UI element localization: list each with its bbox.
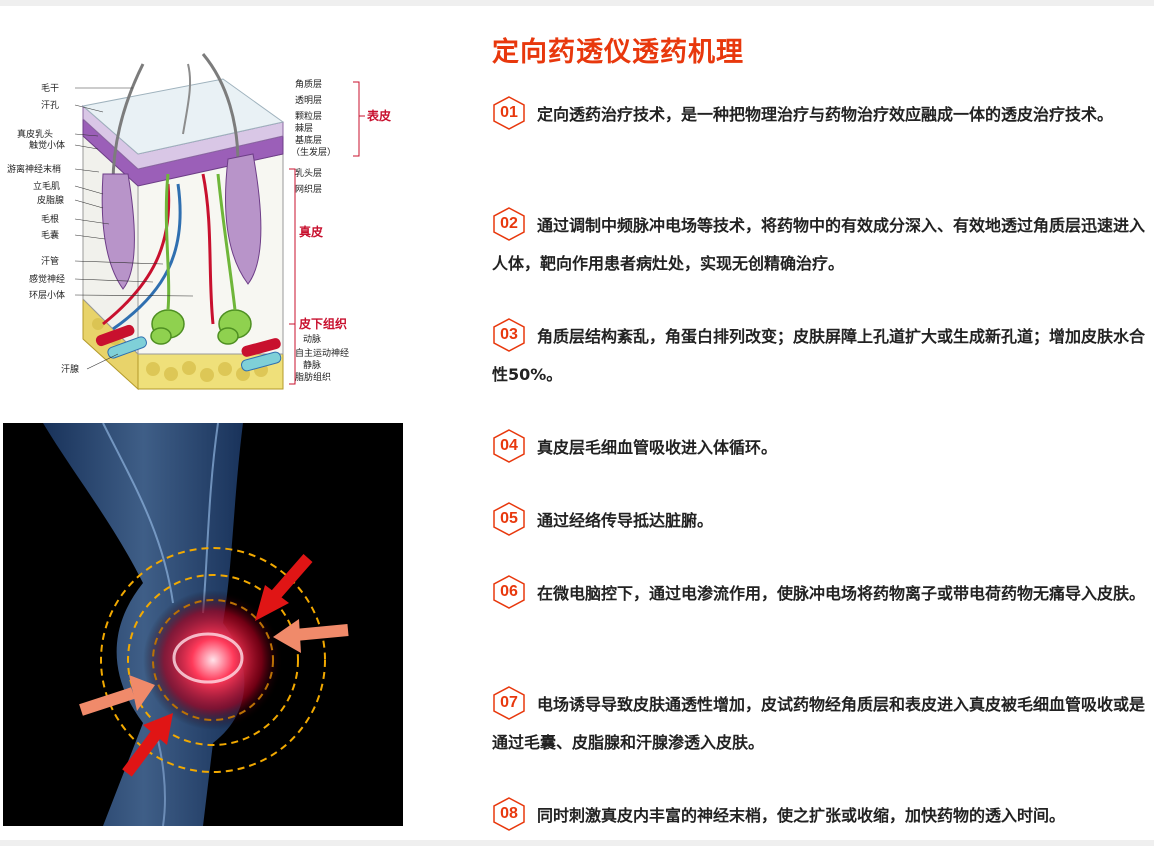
number-label: 05: [500, 510, 518, 527]
label-stratum-basale: 基底层: [295, 134, 322, 145]
label-dermal-papilla: 真皮乳头: [17, 128, 53, 139]
label-hair-shaft: 毛干: [41, 82, 59, 93]
list-item-03: 03 角质层结构紊乱，角蛋白排列改变；皮肤屏障上孔道扩大或生成新孔道；增加皮肤水…: [492, 318, 1152, 394]
number-label: 04: [500, 437, 518, 454]
label-stratum-corneum: 角质层: [295, 78, 322, 89]
label-sensory-nerve: 感觉神经: [29, 273, 65, 284]
number-badge: 03: [492, 318, 526, 352]
label-sebaceous-gland: 皮脂腺: [37, 194, 64, 205]
item-text: 通过调制中频脉冲电场等技术，将药物中的有效成分深入、有效地透过角质层迅速进入人体…: [492, 216, 1146, 273]
item-text: 在微电脑控下，通过电渗流作用，使脉冲电场将药物离子或带电荷药物无痛导入皮肤。: [537, 584, 1146, 603]
number-badge: 02: [492, 207, 526, 241]
number-badge: 07: [492, 686, 526, 720]
number-label: 08: [500, 805, 518, 822]
skin-structure-diagram: 毛干 汗孔 真皮乳头 触觉小体 游离神经末梢 立毛肌 皮脂腺 毛根 毛囊 汗管 …: [3, 24, 403, 420]
hexagon-icon: [493, 797, 525, 831]
label-stratum-spinosum: 棘层: [295, 123, 313, 133]
hexagon-icon: [493, 207, 525, 241]
item-text: 通过经络传导抵达脏腑。: [537, 511, 714, 530]
label-papillary-layer: 乳头层: [295, 167, 322, 178]
hexagon-icon: [493, 575, 525, 609]
arrow-top-right: [255, 554, 313, 621]
label-vein: 静脉: [303, 359, 321, 370]
list-item-07: 07 电场诱导导致皮肤通透性增加，皮试药物经角质层和表皮进入真皮被毛细血管吸收或…: [492, 686, 1152, 762]
right-labels: 角质层 透明层 颗粒层 棘层 基底层 （生发层） 乳头层 网织层 动脉 自主运动…: [291, 78, 349, 382]
list-item-05: 05 通过经络传导抵达脏腑。: [492, 502, 1152, 540]
label-sweat-pore: 汗孔: [41, 99, 59, 110]
label-tactile-corpuscle: 触觉小体: [29, 139, 65, 150]
label-hair-follicle: 毛囊: [41, 229, 59, 240]
hexagon-icon: [493, 318, 525, 352]
label-sweat-duct: 汗管: [41, 255, 59, 266]
skin-diagram-svg: 毛干 汗孔 真皮乳头 触觉小体 游离神经末梢 立毛肌 皮脂腺 毛根 毛囊 汗管 …: [7, 53, 391, 391]
label-stratum-lucidum: 透明层: [295, 95, 322, 105]
section-label-subcutis: 皮下组织: [298, 316, 347, 331]
label-autonomic-nerve: 自主运动神经: [295, 347, 349, 358]
number-label: 02: [500, 215, 518, 232]
item-text: 角质层结构紊乱，角蛋白排列改变；皮肤屏障上孔道扩大或生成新孔道；增加皮肤水合性5…: [492, 327, 1146, 384]
number-label: 01: [500, 104, 518, 121]
label-stratum-granulosum: 颗粒层: [295, 110, 322, 121]
label-sweat-gland: 汗腺: [61, 363, 79, 374]
item-text: 真皮层毛细血管吸收进入体循环。: [537, 438, 778, 457]
section-label-epidermis: 表皮: [366, 108, 391, 123]
label-free-nerve-ending: 游离神经末梢: [7, 163, 61, 174]
left-labels: 毛干 汗孔 真皮乳头 触觉小体 游离神经末梢 立毛肌 皮脂腺 毛根 毛囊 汗管 …: [7, 82, 79, 374]
label-germinal-layer: （生发层）: [291, 146, 336, 157]
label-reticular-layer: 网织层: [295, 183, 322, 194]
knee-illustration: [3, 423, 403, 826]
list-item-04: 04 真皮层毛细血管吸收进入体循环。: [492, 429, 1152, 467]
hexagon-icon: [493, 429, 525, 463]
hexagon-icon: [493, 96, 525, 130]
list-item-06: 06 在微电脑控下，通过电渗流作用，使脉冲电场将药物离子或带电荷药物无痛导入皮肤…: [492, 575, 1152, 613]
label-adipose-tissue: 脂肪组织: [295, 371, 331, 382]
hexagon-icon: [493, 502, 525, 536]
list-item-02: 02 通过调制中频脉冲电场等技术，将药物中的有效成分深入、有效地透过角质层迅速进…: [492, 207, 1152, 283]
label-lamellar-corpuscle: 环层小体: [29, 289, 65, 300]
item-text: 电场诱导导致皮肤通透性增加，皮试药物经角质层和表皮进入真皮被毛细血管吸收或是通过…: [492, 695, 1146, 752]
hexagon-icon: [493, 686, 525, 720]
number-label: 07: [500, 694, 518, 711]
list-item-08: 08 同时刺激真皮内丰富的神经末梢，使之扩张或收缩，加快药物的透入时间。: [492, 797, 1152, 835]
arrow-left: [79, 675, 155, 716]
label-hair-root: 毛根: [41, 213, 59, 224]
number-badge: 01: [492, 96, 526, 130]
number-badge: 05: [492, 502, 526, 536]
section-label-dermis: 真皮: [299, 224, 323, 239]
number-badge: 04: [492, 429, 526, 463]
item-text: 同时刺激真皮内丰富的神经末梢，使之扩张或收缩，加快药物的透入时间。: [537, 806, 1066, 825]
item-text: 定向透药治疗技术，是一种把物理治疗与药物治疗效应融成一体的透皮治疗技术。: [537, 105, 1114, 124]
label-arrector-muscle: 立毛肌: [33, 180, 60, 191]
arrow-bottom-left: [122, 713, 173, 777]
number-badge: 06: [492, 575, 526, 609]
knee-svg: [43, 423, 349, 826]
label-artery: 动脉: [303, 333, 321, 344]
number-badge: 08: [492, 797, 526, 831]
list-item-01: 01 定向透药治疗技术，是一种把物理治疗与药物治疗效应融成一体的透皮治疗技术。: [492, 96, 1152, 134]
number-label: 06: [500, 583, 518, 600]
page-title: 定向药透仪透药机理: [492, 37, 744, 68]
number-label: 03: [500, 326, 518, 343]
arrow-right: [273, 619, 349, 653]
